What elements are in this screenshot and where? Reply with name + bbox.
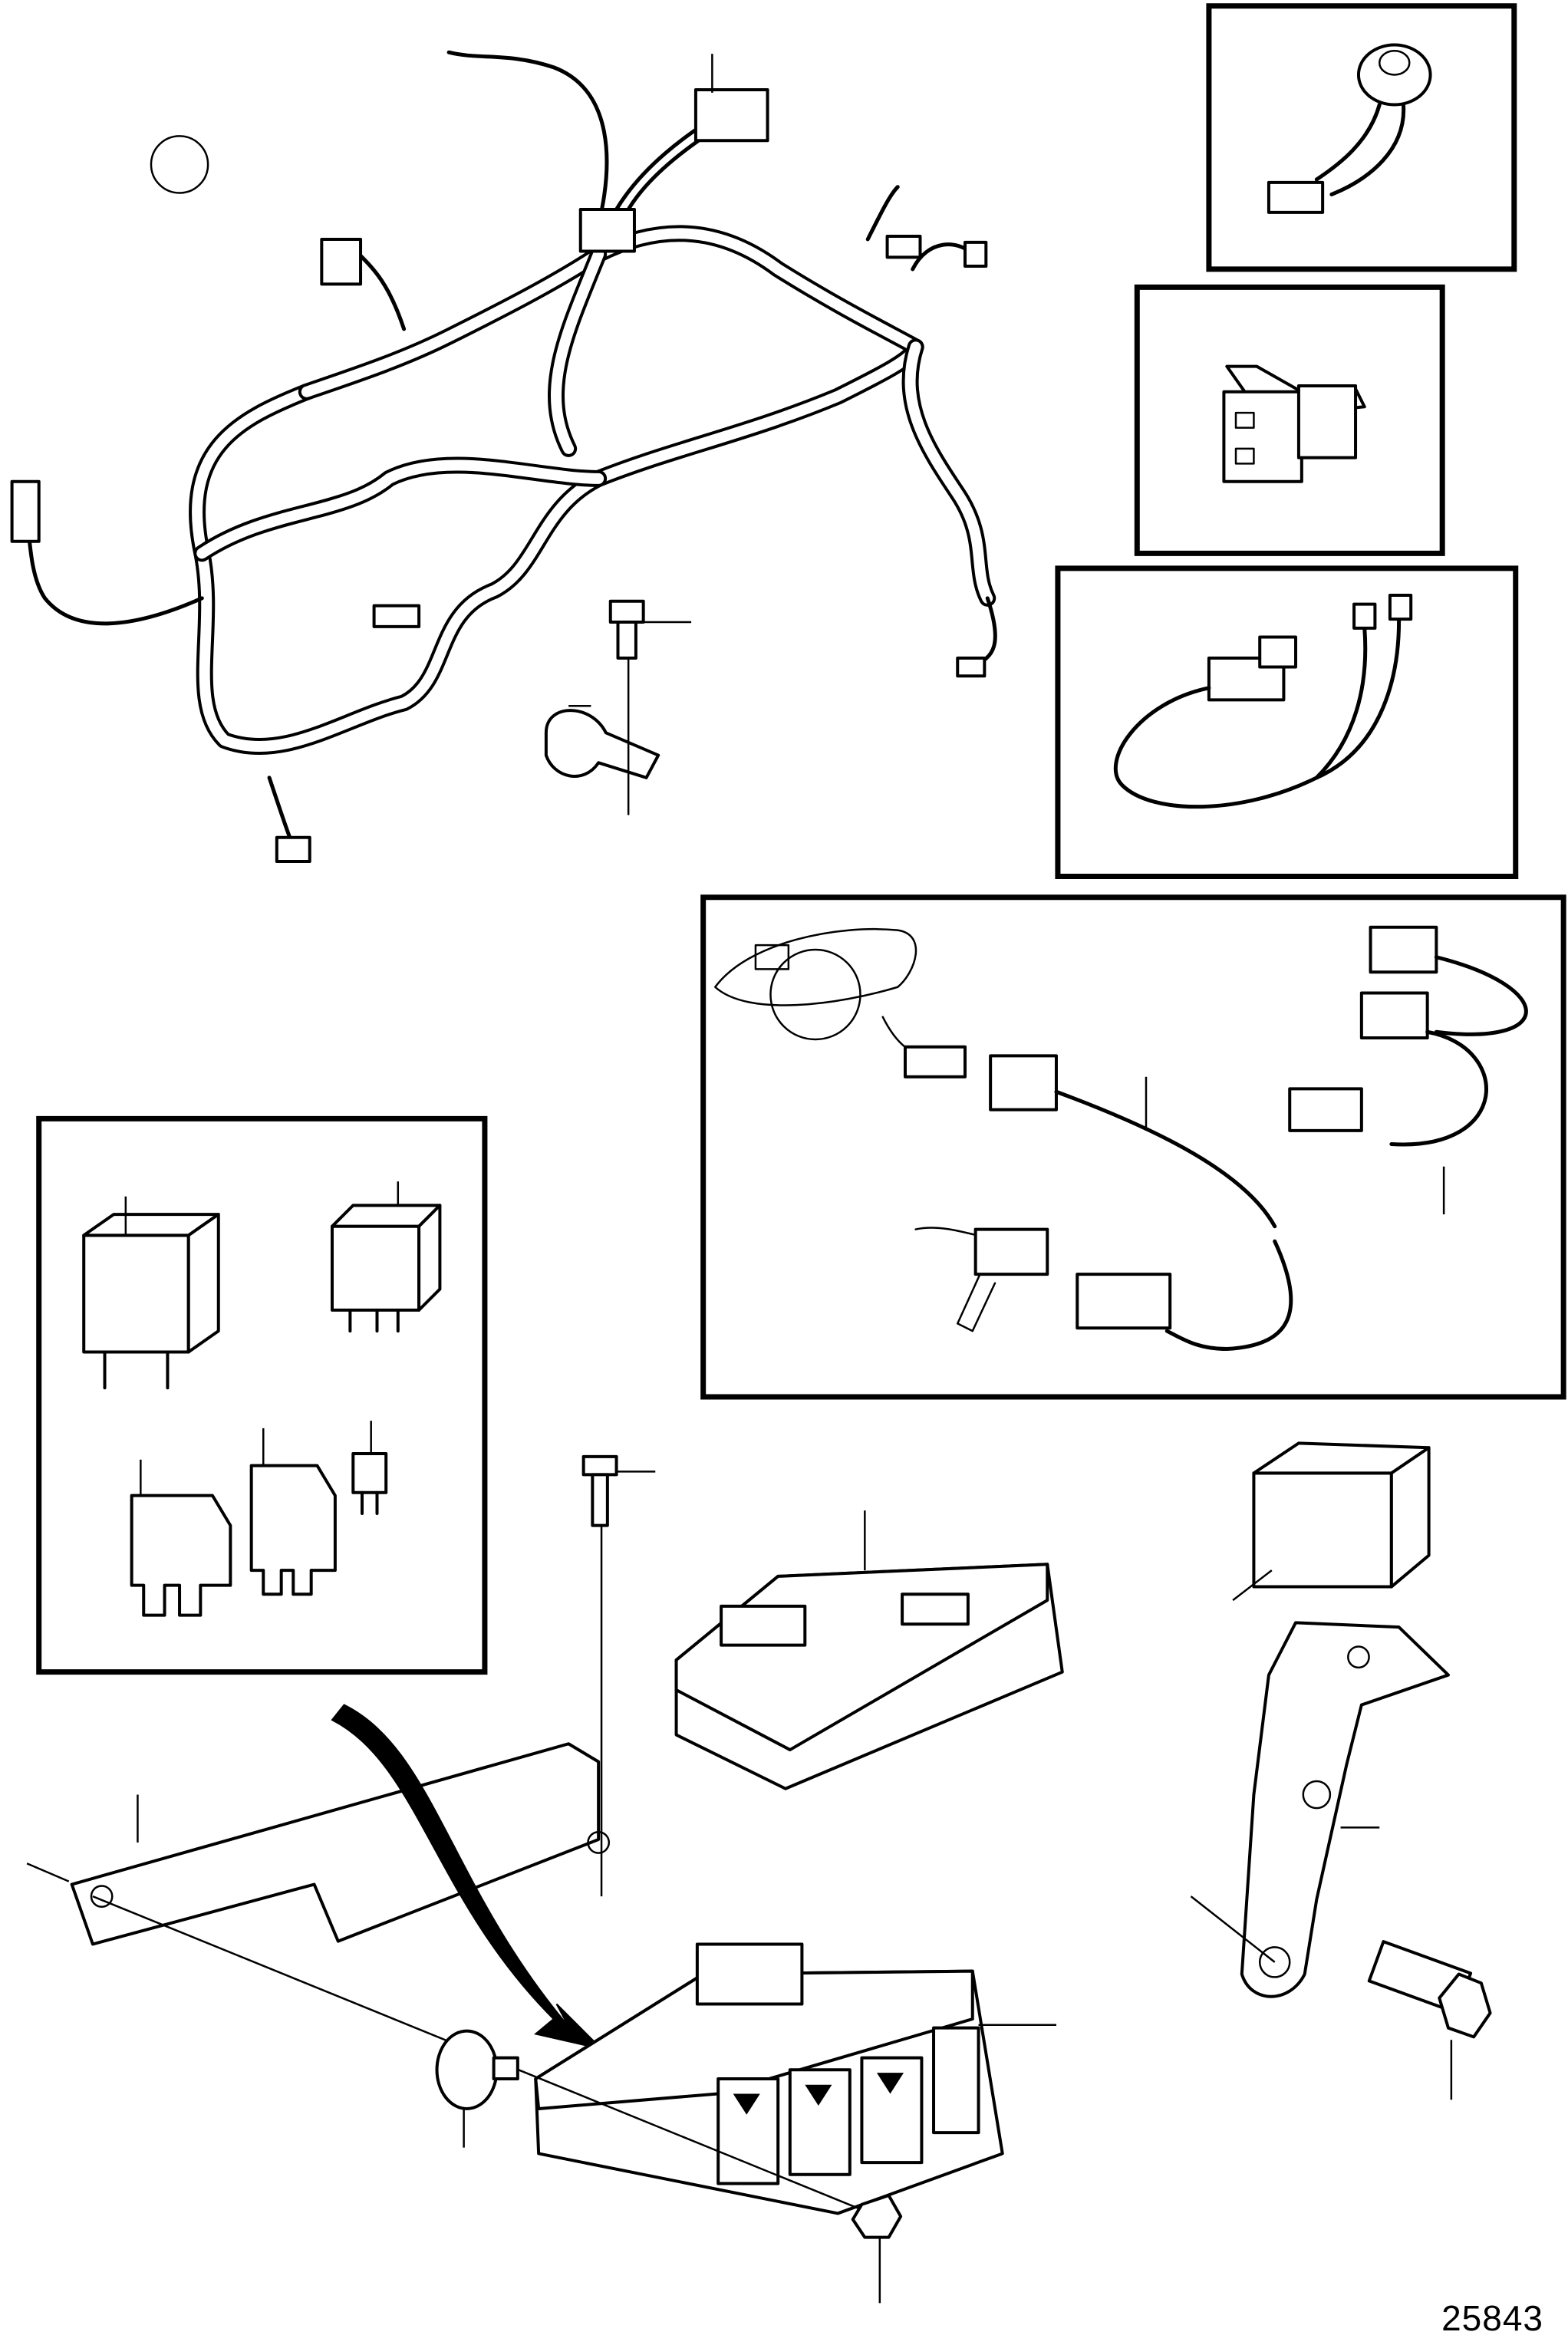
instrument-connector [990, 1056, 1056, 1109]
drawing-number: 25843 [1441, 2298, 1543, 2338]
fuse-box-cover [677, 1510, 1062, 1789]
harness-clip [374, 606, 420, 627]
connector-box [1137, 287, 1442, 553]
mini-fuse [353, 1454, 386, 1493]
sensor-box [1209, 6, 1514, 269]
harness-connector [12, 482, 39, 542]
main-wiring-harness [12, 52, 996, 861]
harness-connector [581, 209, 634, 252]
dashboard [715, 929, 916, 1005]
maxi-fuse [132, 1496, 231, 1615]
multi-pin-connector [1253, 1473, 1391, 1586]
extension-connector [1290, 1089, 1362, 1131]
nut [853, 2195, 901, 2303]
relay-socket [697, 1945, 802, 2004]
rubber-mount [93, 1896, 871, 2213]
midi-fuse [252, 1466, 335, 1595]
extension-connector [1362, 993, 1428, 1038]
steering-wheel [770, 950, 860, 1039]
mounting-plate [1242, 1622, 1448, 1996]
harness-connector [696, 90, 768, 140]
bracket-bolt [584, 1457, 656, 1896]
screw-shank [618, 622, 636, 658]
harness-connector [888, 236, 921, 257]
cable-box [1058, 568, 1516, 877]
sensor-plug [1269, 183, 1323, 212]
relay-fuse-box [39, 1118, 485, 1671]
fuse-box [535, 1945, 1056, 2214]
extension-connector [1371, 927, 1437, 972]
mini-relay [332, 1227, 419, 1310]
instrument-cable-box [703, 897, 1563, 1397]
harness-connector [965, 242, 986, 266]
reference-circle [151, 136, 208, 193]
sensor-connector [1077, 1274, 1170, 1328]
harness-connector [321, 239, 361, 284]
harness-connector [957, 658, 984, 676]
connector-and-bracket [1191, 1443, 1491, 2100]
relay [84, 1235, 189, 1352]
connector-housing [1224, 392, 1301, 482]
clamp-and-screw [546, 601, 691, 815]
cable-clamp [546, 710, 658, 778]
screw-head [611, 601, 644, 622]
mounting-bracket [27, 1744, 609, 1944]
harness-connector [277, 838, 310, 861]
